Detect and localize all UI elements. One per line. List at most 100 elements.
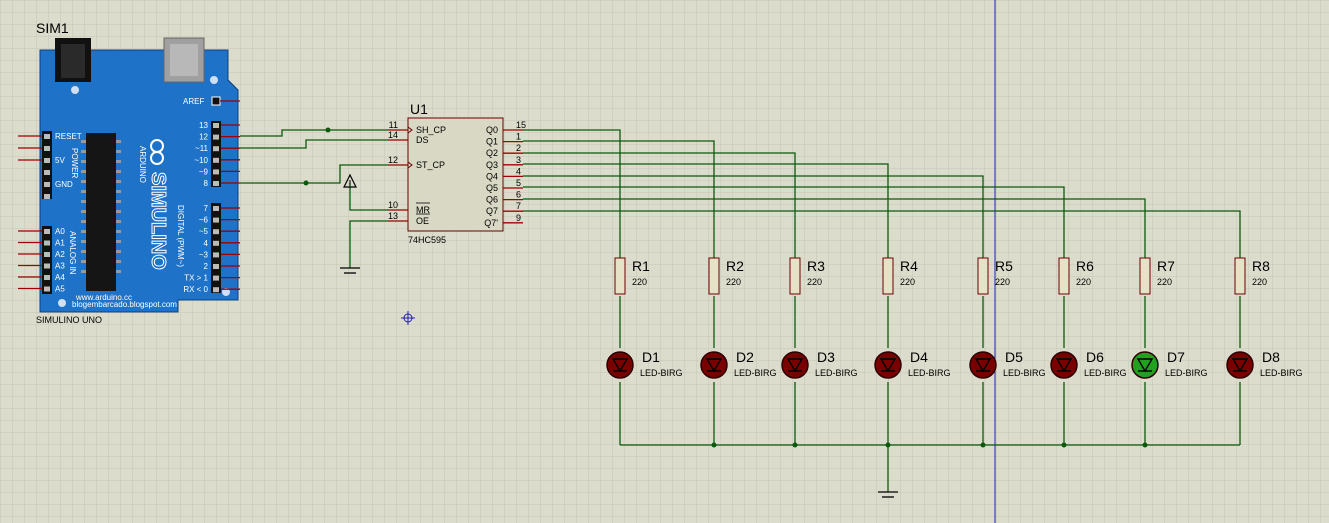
digital-pin-label: 4 [204,239,209,248]
ic-pin-number: 11 [389,120,398,130]
ic-pin-number: 5 [516,178,521,188]
led-body [700,351,728,379]
led-type: LED-BIRG [815,368,858,378]
header-pin [213,206,219,211]
led-type: LED-BIRG [1003,368,1046,378]
led-type: LED-BIRG [640,368,683,378]
ic-pin-number: 1 [516,132,521,142]
resistor-body [882,257,894,295]
resistor-body [977,257,989,295]
resistor-value: 220 [632,277,647,287]
header-pin [44,252,50,257]
clock-edge-icon [407,126,413,134]
header-pin [213,169,219,175]
analog-pin-label: A1 [55,239,65,248]
header-pin [44,275,50,280]
ground-terminal-icon[interactable] [340,267,360,274]
ic-pin-number: 3 [516,155,521,165]
digital-pin-label: ~5 [199,227,209,236]
ic-pin-number: 12 [388,155,398,165]
power-header [42,131,52,199]
diode-arrow-icon [974,358,992,373]
diode-arrow-icon [879,358,897,373]
resistor-body [708,257,720,295]
led-type: LED-BIRG [1165,368,1208,378]
ic-pin-name: Q7 [486,206,498,216]
ic-ref-label: U1 [410,101,428,117]
website-text-2: blogembarcado.blogspot.com [72,300,177,309]
ic-pin-name: Q6 [486,195,498,205]
digital-pin-label: 12 [199,133,208,142]
resistor-ref: R4 [900,258,918,274]
ic-pin-name: Q1 [486,137,498,147]
header-pin [213,264,219,269]
power-pin-label: 5V [55,156,65,165]
ic-pin-number: 7 [516,201,521,211]
ic-pin-name: OE [416,216,429,226]
power-terminal-icon[interactable] [343,173,357,188]
analog-pin-label: A5 [55,285,65,294]
origin-marker-icon [401,311,415,325]
resistor-ref: R7 [1157,258,1175,274]
led-type: LED-BIRG [1260,368,1303,378]
arduino-ref-label: SIM1 [36,20,69,36]
ic-pin-name: SH_CP [416,125,446,135]
resistor-body [614,257,626,295]
header-pin [44,240,50,246]
resistor-ref: R2 [726,258,744,274]
arduino-board[interactable]: SIM1 ARDUINO SIMULINO www.arduino.cc blo… [18,20,240,325]
ic-pin-number: 6 [516,190,521,200]
led-body [874,351,902,379]
resistor-ref: R1 [632,258,650,274]
analog-header [42,226,52,294]
resistor-body [1234,257,1246,295]
analog-label: ANALOG IN [68,231,77,275]
digital-label: DIGITAL (PWM~) [176,205,185,267]
ic-pin-number: 15 [516,120,526,130]
wires [240,127,1241,492]
header-pin [213,146,219,152]
led-ref: D5 [1005,349,1023,365]
power-pin-label: GND [55,180,73,189]
header-pin [213,252,219,258]
ic-pin-number: 2 [516,143,521,153]
resistor-value: 220 [807,277,822,287]
clock-edge-icon [407,161,413,169]
header-pin [213,287,219,293]
simulino-brand-text: SIMULINO [147,172,169,270]
arduino-name-label: SIMULINO UNO [36,315,102,325]
diode-arrow-icon [1055,358,1073,373]
ic-pin-name: Q3 [486,160,498,170]
header-pin [44,134,50,139]
resistor-body [1139,257,1151,295]
header-pin [44,286,50,292]
header-pin [213,134,219,140]
ic-pin-name: Q2 [486,148,498,158]
digital-header-1 [211,121,221,187]
header-pin [44,182,50,187]
led-body [781,351,809,379]
analog-pin-label: A4 [55,273,65,282]
digital-pin-label: ~6 [199,216,209,225]
resistor-value: 220 [1252,277,1267,287]
ground-terminal-icon[interactable] [878,491,898,498]
header-pin [44,229,50,234]
